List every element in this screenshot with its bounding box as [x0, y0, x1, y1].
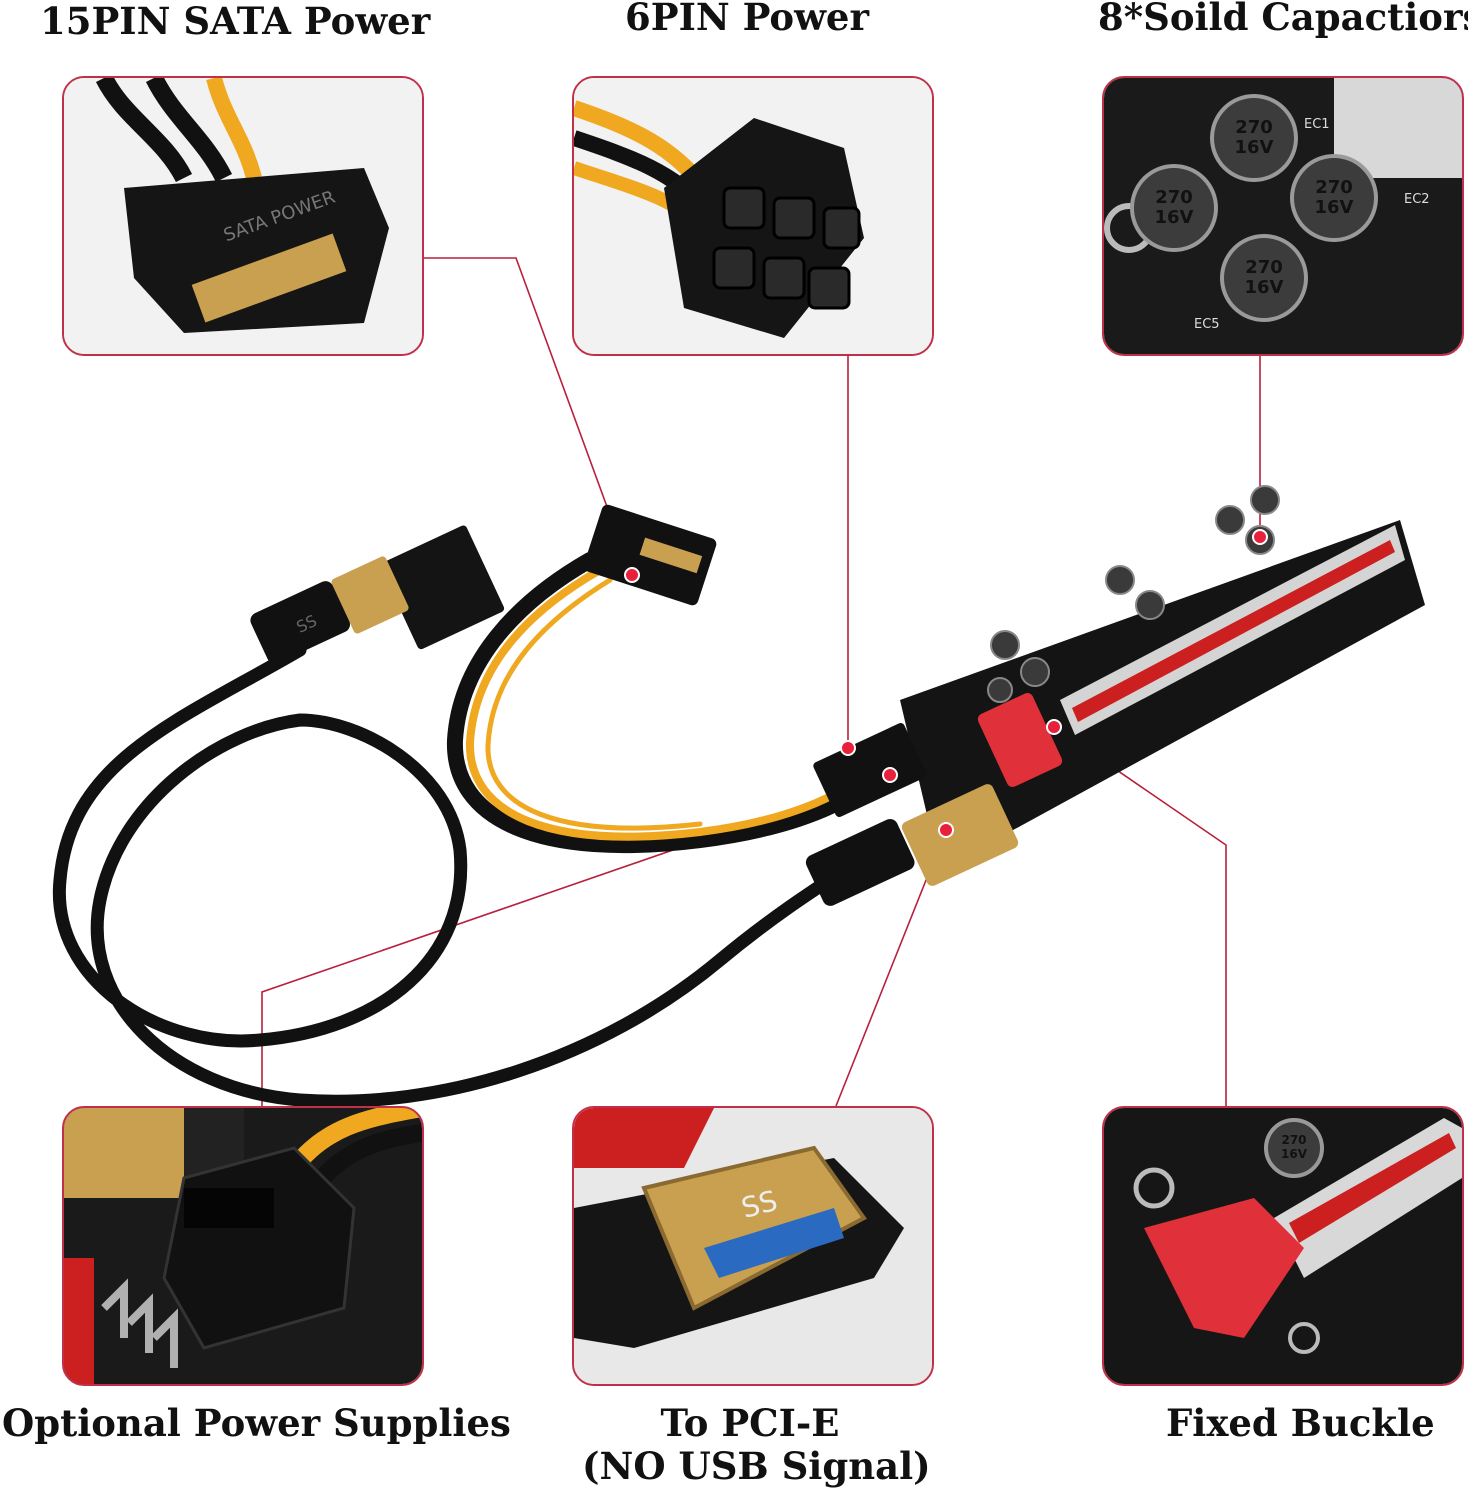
- label-to-pcie: To PCI-E (NO USB Signal): [582, 1401, 931, 1488]
- cap-voltage-3: 16V: [1155, 207, 1194, 228]
- cap-voltage-4: 16V: [1245, 277, 1284, 298]
- label-6pin-power: 6PIN Power: [625, 0, 869, 39]
- marker-dots: [624, 529, 1268, 838]
- buckle-cap-voltage: 16V: [1281, 1147, 1308, 1161]
- power-cable: [446, 552, 868, 854]
- pcie-x1-adapter: SS: [250, 525, 505, 664]
- buckle-cap-value: 270: [1281, 1133, 1306, 1147]
- usb-cable: [52, 643, 867, 1108]
- riser-board: [813, 520, 1425, 886]
- label-to-pcie-line1: To PCI-E: [660, 1401, 840, 1445]
- cap-value-4: 270: [1245, 257, 1283, 278]
- label-8-solid-capacitors: 8*Soild Capactiors: [1098, 0, 1468, 39]
- label-fixed-buckle: Fixed Buckle: [1166, 1401, 1435, 1445]
- callout-6pin-power: [572, 76, 934, 356]
- cap-value-1: 270: [1235, 117, 1273, 138]
- label-to-pcie-line2: (NO USB Signal): [582, 1443, 931, 1488]
- callout-to-pcie: SS: [572, 1106, 934, 1386]
- board-capacitors: [987, 485, 1280, 703]
- cap-ref-ec1: EC1: [1304, 117, 1330, 132]
- cap-ref-ec2: EC2: [1404, 192, 1430, 207]
- callout-capacitors: 270 16V 270 16V 270 16V 270 16V EC1 EC2 …: [1102, 76, 1464, 356]
- cap-value-2: 270: [1315, 177, 1353, 198]
- callout-optional-power: [62, 1106, 424, 1386]
- cap-ref-ec5: EC5: [1194, 317, 1220, 332]
- cap-voltage-1: 16V: [1235, 137, 1274, 158]
- usb-plug-bottom: [805, 819, 915, 906]
- callout-sata-power: SATA POWER: [62, 76, 424, 356]
- callout-fixed-buckle: 270 16V: [1102, 1106, 1464, 1386]
- sata-connector-scene: [583, 504, 717, 606]
- label-optional-power-supplies: Optional Power Supplies: [2, 1401, 511, 1445]
- cap-voltage-2: 16V: [1315, 197, 1354, 218]
- cap-value-3: 270: [1155, 187, 1193, 208]
- label-15pin-sata-power: 15PIN SATA Power: [40, 0, 431, 43]
